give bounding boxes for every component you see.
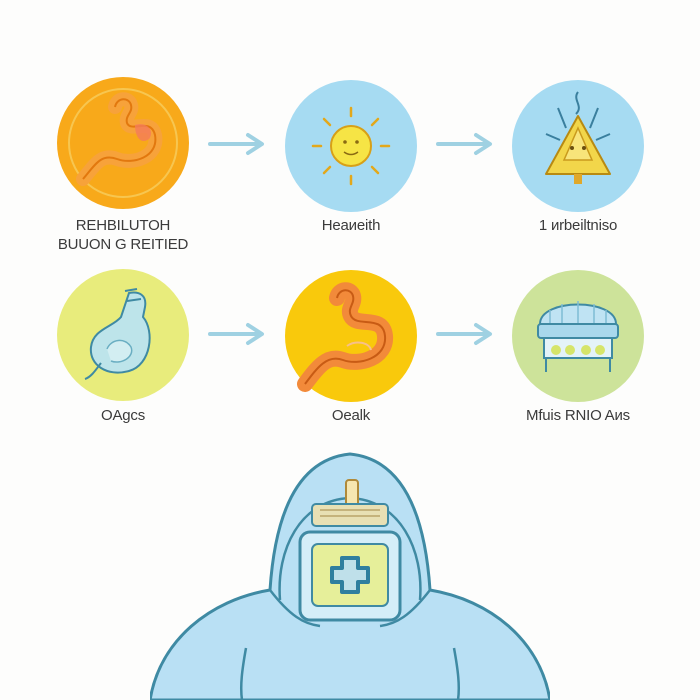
arrow-right-icon <box>208 323 264 345</box>
medical-cross-icon <box>330 556 370 594</box>
node-triangle-creature <box>510 78 646 214</box>
node-label: Oealk <box>256 406 446 425</box>
stomach-icon <box>297 282 393 392</box>
node-label: Mfuis RNIO Aиs <box>483 406 673 425</box>
node-label-line: REНBILUTOH <box>75 217 171 234</box>
stomach-icon <box>76 92 163 186</box>
node-bottle-organ <box>55 267 191 403</box>
node-label: Heaиeith <box>256 216 446 235</box>
node-stomach-yellow <box>283 268 419 404</box>
bottle-organ-icon <box>84 288 151 380</box>
node-label: REНBILUTOH BUUON G REITIED <box>28 216 218 254</box>
node-sun <box>283 78 419 214</box>
sun-icon <box>311 106 391 186</box>
protective-suit-figure <box>150 452 550 700</box>
helmet-icon <box>537 301 619 372</box>
node-label-line: OAgcs <box>100 407 145 424</box>
arrow-right-icon <box>436 133 492 155</box>
node-label-line: Mfuis RNIO Aиs <box>526 407 630 424</box>
node-helmet <box>510 268 646 404</box>
arrow-right-icon <box>208 133 264 155</box>
node-label: OAgcs <box>28 406 218 425</box>
node-label-line: BUUON G REITIED <box>57 236 189 253</box>
node-stomach-orange <box>55 75 191 211</box>
node-label-line: Oealk <box>331 407 371 424</box>
node-label: 1 иrbeiltniso <box>483 216 673 235</box>
triangle-creature-icon <box>545 91 611 184</box>
node-label-line: Heaиeith <box>321 217 381 234</box>
node-label-line: 1 иrbeiltniso <box>538 217 618 234</box>
arrow-right-icon <box>436 323 492 345</box>
